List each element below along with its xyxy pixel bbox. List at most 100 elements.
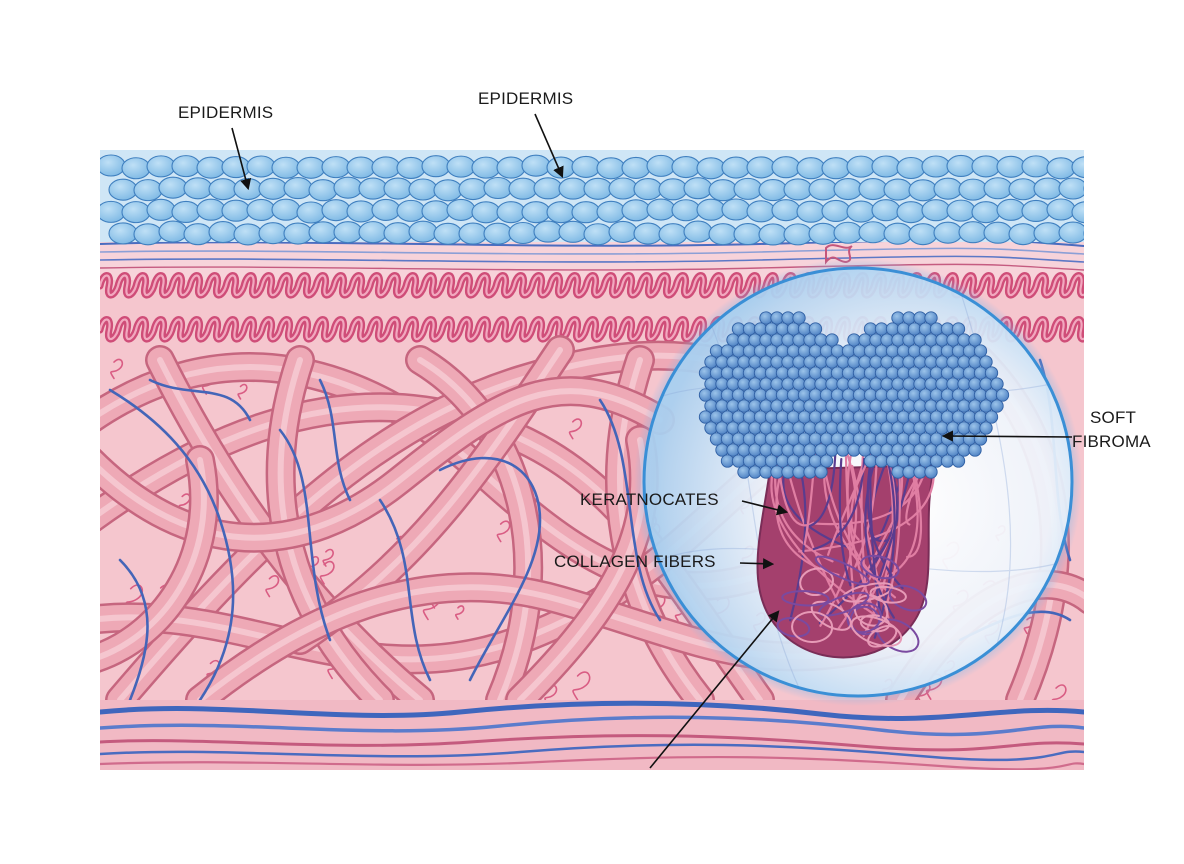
keratinocyte-cell (826, 334, 838, 346)
keratinocyte-cell (771, 422, 783, 434)
keratinocyte-cell (974, 411, 986, 423)
keratinocyte-cell (782, 466, 794, 478)
epidermis-cell (322, 200, 350, 221)
keratinocyte-cell (776, 433, 788, 445)
keratinocyte-cell (732, 433, 744, 445)
keratinocyte-cell (787, 411, 799, 423)
keratinocyte-cell (958, 334, 970, 346)
keratinocyte-cell (881, 378, 893, 390)
epidermis-cell (672, 200, 700, 221)
keratinocyte-cell (782, 400, 794, 412)
keratinocyte-cell (798, 367, 810, 379)
epidermis-cell (234, 179, 262, 200)
keratinocyte-cell (870, 400, 882, 412)
keratinocyte-cell (727, 422, 739, 434)
epidermis-cell (484, 177, 512, 198)
epidermis-cell (1022, 156, 1050, 177)
keratinocyte-cell (815, 400, 827, 412)
keratinocyte-cell (705, 422, 717, 434)
keratinocyte-cell (716, 400, 728, 412)
keratinocyte-cell (782, 444, 794, 456)
keratinocyte-cell (969, 444, 981, 456)
keratinocyte-cell (738, 422, 750, 434)
epidermis-cell (172, 201, 200, 222)
keratinocyte-cell (897, 367, 909, 379)
epidermis-cell (972, 156, 1000, 177)
keratinocyte-cell (771, 356, 783, 368)
epidermis-cell (309, 222, 337, 243)
epidermis-cell (834, 179, 862, 200)
epidermis-cell (697, 199, 725, 220)
epidermis-cell (847, 156, 875, 177)
epidermis-cell (384, 223, 412, 244)
keratinocyte-cell (809, 433, 821, 445)
keratinocyte-cell (892, 334, 904, 346)
keratinocyte-cell (826, 400, 838, 412)
epidermis-cell (984, 222, 1012, 243)
epidermis-cell (684, 178, 712, 199)
keratinocyte-cell (980, 356, 992, 368)
epidermis-cell (459, 223, 487, 244)
keratinocyte-cell (936, 444, 948, 456)
keratinocyte-cell (738, 356, 750, 368)
keratinocyte-cell (853, 367, 865, 379)
epidermis-cell (622, 157, 650, 178)
epidermis-cell (359, 178, 387, 199)
keratinocyte-cell (974, 367, 986, 379)
epidermis-cell (147, 199, 175, 220)
keratinocyte-cell (980, 422, 992, 434)
epidermis-cell (522, 155, 550, 176)
epidermis-cell (247, 199, 275, 220)
keratinocyte-cell (936, 422, 948, 434)
epidermis-cell (897, 158, 925, 179)
epidermis-cell (234, 224, 262, 245)
keratinocyte-cell (732, 389, 744, 401)
epidermis-cell (697, 158, 725, 179)
keratinocyte-cell (848, 422, 860, 434)
keratinocyte-cell (848, 356, 860, 368)
epidermis-cell (397, 157, 425, 178)
keratinocyte-cell (804, 378, 816, 390)
keratinocyte-cell (743, 345, 755, 357)
epidermis-cell (884, 179, 912, 200)
keratinocyte-cell (738, 444, 750, 456)
label-soft-fibroma-line1: SOFT (1090, 408, 1136, 428)
keratinocyte-cell (925, 422, 937, 434)
epidermis-cell (122, 158, 150, 179)
keratinocyte-cell (980, 378, 992, 390)
keratinocyte-cell (848, 378, 860, 390)
epidermis-cell (484, 223, 512, 244)
epidermis-cell (159, 221, 187, 242)
keratinocyte-cell (875, 433, 887, 445)
epidermis-cell (822, 158, 850, 179)
keratinocyte-cell (930, 345, 942, 357)
keratinocyte-cell (897, 323, 909, 335)
epidermis-cell (422, 156, 450, 177)
epidermis-cell (447, 199, 475, 220)
epidermis-cell (247, 156, 275, 177)
keratinocyte-cell (804, 466, 816, 478)
epidermis-cell (222, 200, 250, 221)
keratinocyte-cell (743, 455, 755, 467)
epidermis-cell (122, 202, 150, 223)
keratinocyte-cell (776, 411, 788, 423)
keratinocyte-cell (848, 334, 860, 346)
epidermis-cell (972, 202, 1000, 223)
keratinocyte-cell (947, 400, 959, 412)
keratinocyte-cell (710, 411, 722, 423)
keratinocyte-cell (919, 389, 931, 401)
keratinocyte-cell (947, 334, 959, 346)
keratinocyte-cell (771, 378, 783, 390)
keratinocyte-cell (787, 367, 799, 379)
keratinocyte-cell (903, 334, 915, 346)
keratinocyte-cell (941, 389, 953, 401)
keratinocyte-cell (804, 334, 816, 346)
keratinocyte-cell (919, 411, 931, 423)
epidermis-cell (147, 156, 175, 177)
keratinocyte-cell (721, 433, 733, 445)
keratinocyte-cell (886, 411, 898, 423)
keratinocyte-cell (743, 389, 755, 401)
keratinocyte-cell (947, 422, 959, 434)
keratinocyte-cell (969, 334, 981, 346)
keratinocyte-cell (864, 345, 876, 357)
